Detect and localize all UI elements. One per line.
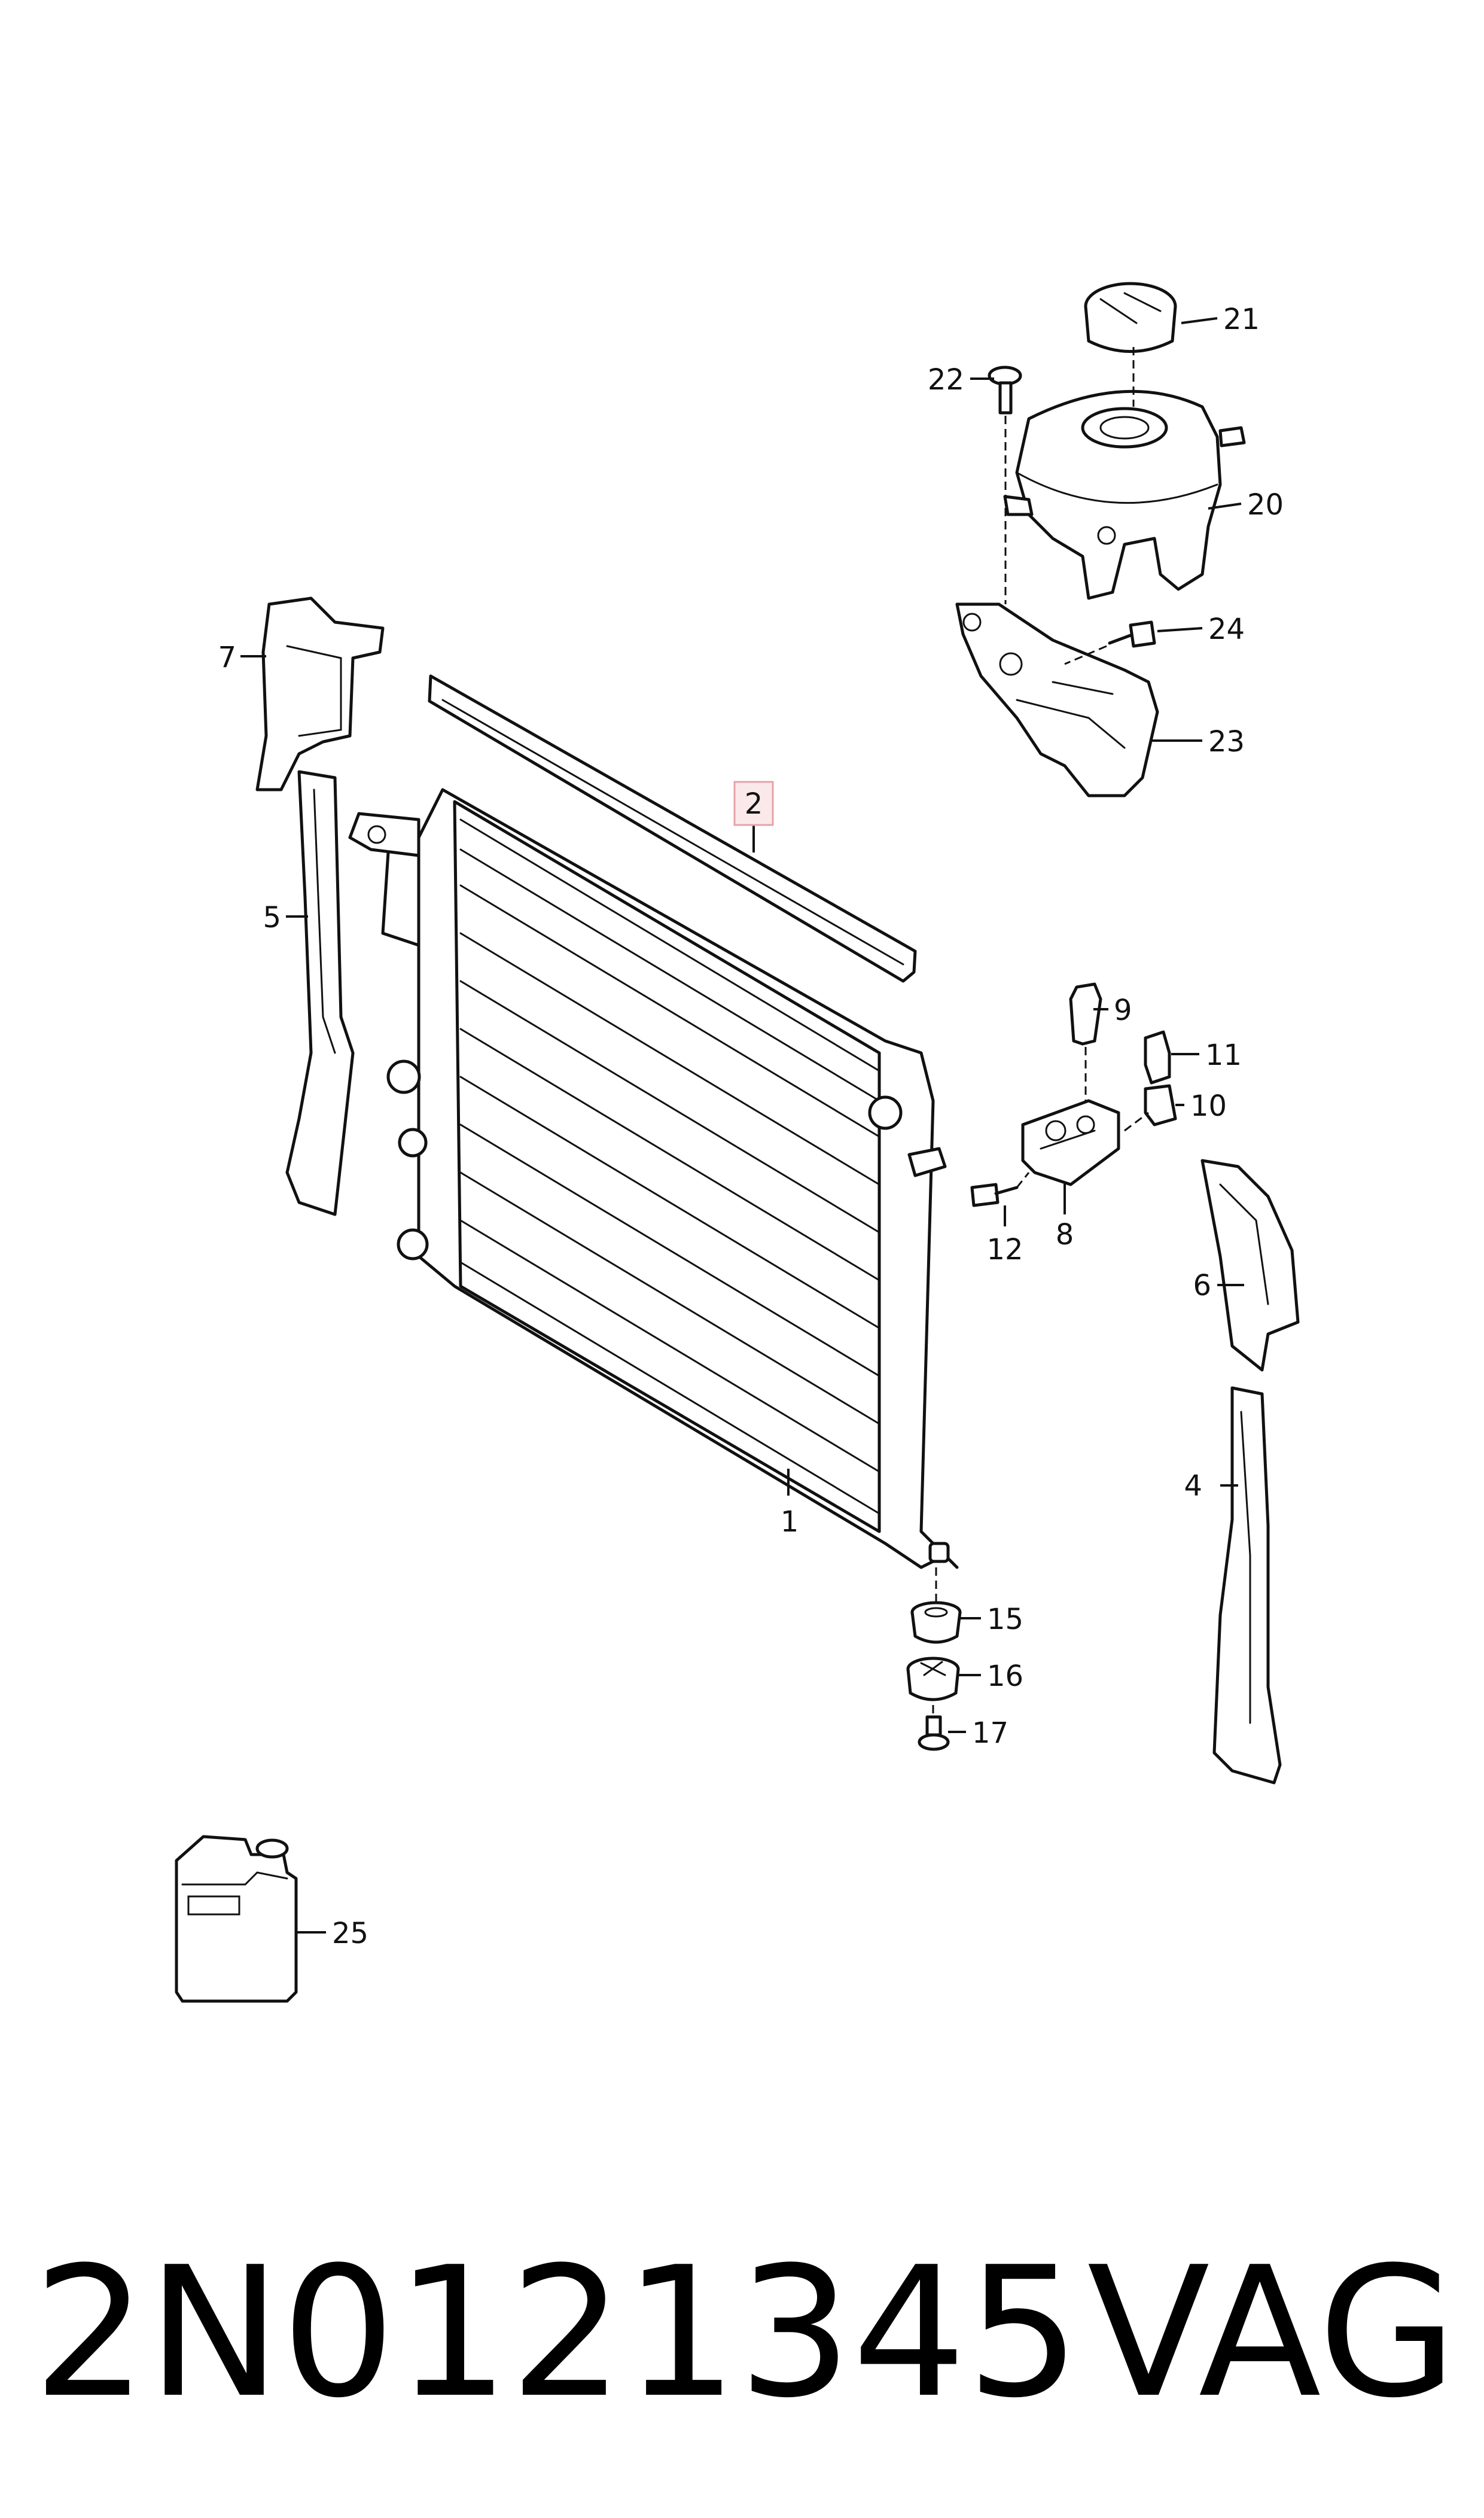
callout-5: 5 [263, 901, 281, 934]
callout-25: 25 [332, 1917, 368, 1950]
bracket-part-8[interactable] [1021, 1099, 1120, 1186]
callout-22: 22 [928, 363, 964, 397]
screw-part-17[interactable] [918, 1715, 950, 1751]
callout-4: 4 [1184, 1469, 1202, 1503]
air-guide-part-4[interactable] [1212, 1386, 1282, 1785]
callout-20: 20 [1247, 488, 1284, 522]
brand-name: VAG [1087, 2228, 1457, 2437]
callout-1: 1 [781, 1505, 799, 1539]
seal-strip-part-2[interactable] [428, 674, 917, 983]
tank-bracket-part-23[interactable] [955, 602, 1159, 797]
callout-9: 9 [1114, 994, 1132, 1027]
callout-16: 16 [987, 1660, 1023, 1693]
clip-part-11[interactable] [1144, 1030, 1171, 1085]
callout-2-highlight [733, 781, 774, 826]
coolant-bottle-part-25[interactable] [175, 1835, 298, 2003]
air-guide-part-7[interactable] [255, 596, 385, 791]
part-number: 2N0121345 [33, 2228, 1081, 2437]
footer: 2N0121345 VAG [0, 2213, 1484, 2453]
callout-6: 6 [1193, 1269, 1211, 1302]
callout-10: 10 [1190, 1089, 1227, 1123]
grommet-part-16[interactable] [906, 1657, 960, 1701]
bolt-part-12[interactable] [970, 1183, 1019, 1207]
callout-8: 8 [1056, 1218, 1074, 1252]
buffer-part-10[interactable] [1144, 1084, 1177, 1126]
air-guide-part-5[interactable] [285, 770, 355, 1216]
screw-part-22[interactable] [988, 366, 1022, 415]
radiator-part-1[interactable] [348, 788, 959, 1569]
grommet-part-15[interactable] [910, 1601, 962, 1644]
sleeve-part-9[interactable] [1069, 982, 1102, 1046]
bolt-part-24[interactable] [1108, 620, 1156, 648]
callout-21: 21 [1223, 303, 1260, 336]
callout-11: 11 [1205, 1039, 1242, 1072]
cap-part-21[interactable] [1084, 282, 1177, 353]
callout-17: 17 [972, 1716, 1008, 1750]
callout-12: 12 [986, 1233, 1023, 1266]
callout-23: 23 [1208, 725, 1245, 759]
callout-2: 2 [745, 787, 763, 821]
callout-24: 24 [1208, 613, 1245, 646]
callout-15: 15 [987, 1603, 1023, 1636]
callout-7: 7 [218, 641, 236, 674]
expansion-tank-part-20[interactable] [1003, 389, 1246, 600]
air-guide-part-6[interactable] [1200, 1159, 1300, 1372]
